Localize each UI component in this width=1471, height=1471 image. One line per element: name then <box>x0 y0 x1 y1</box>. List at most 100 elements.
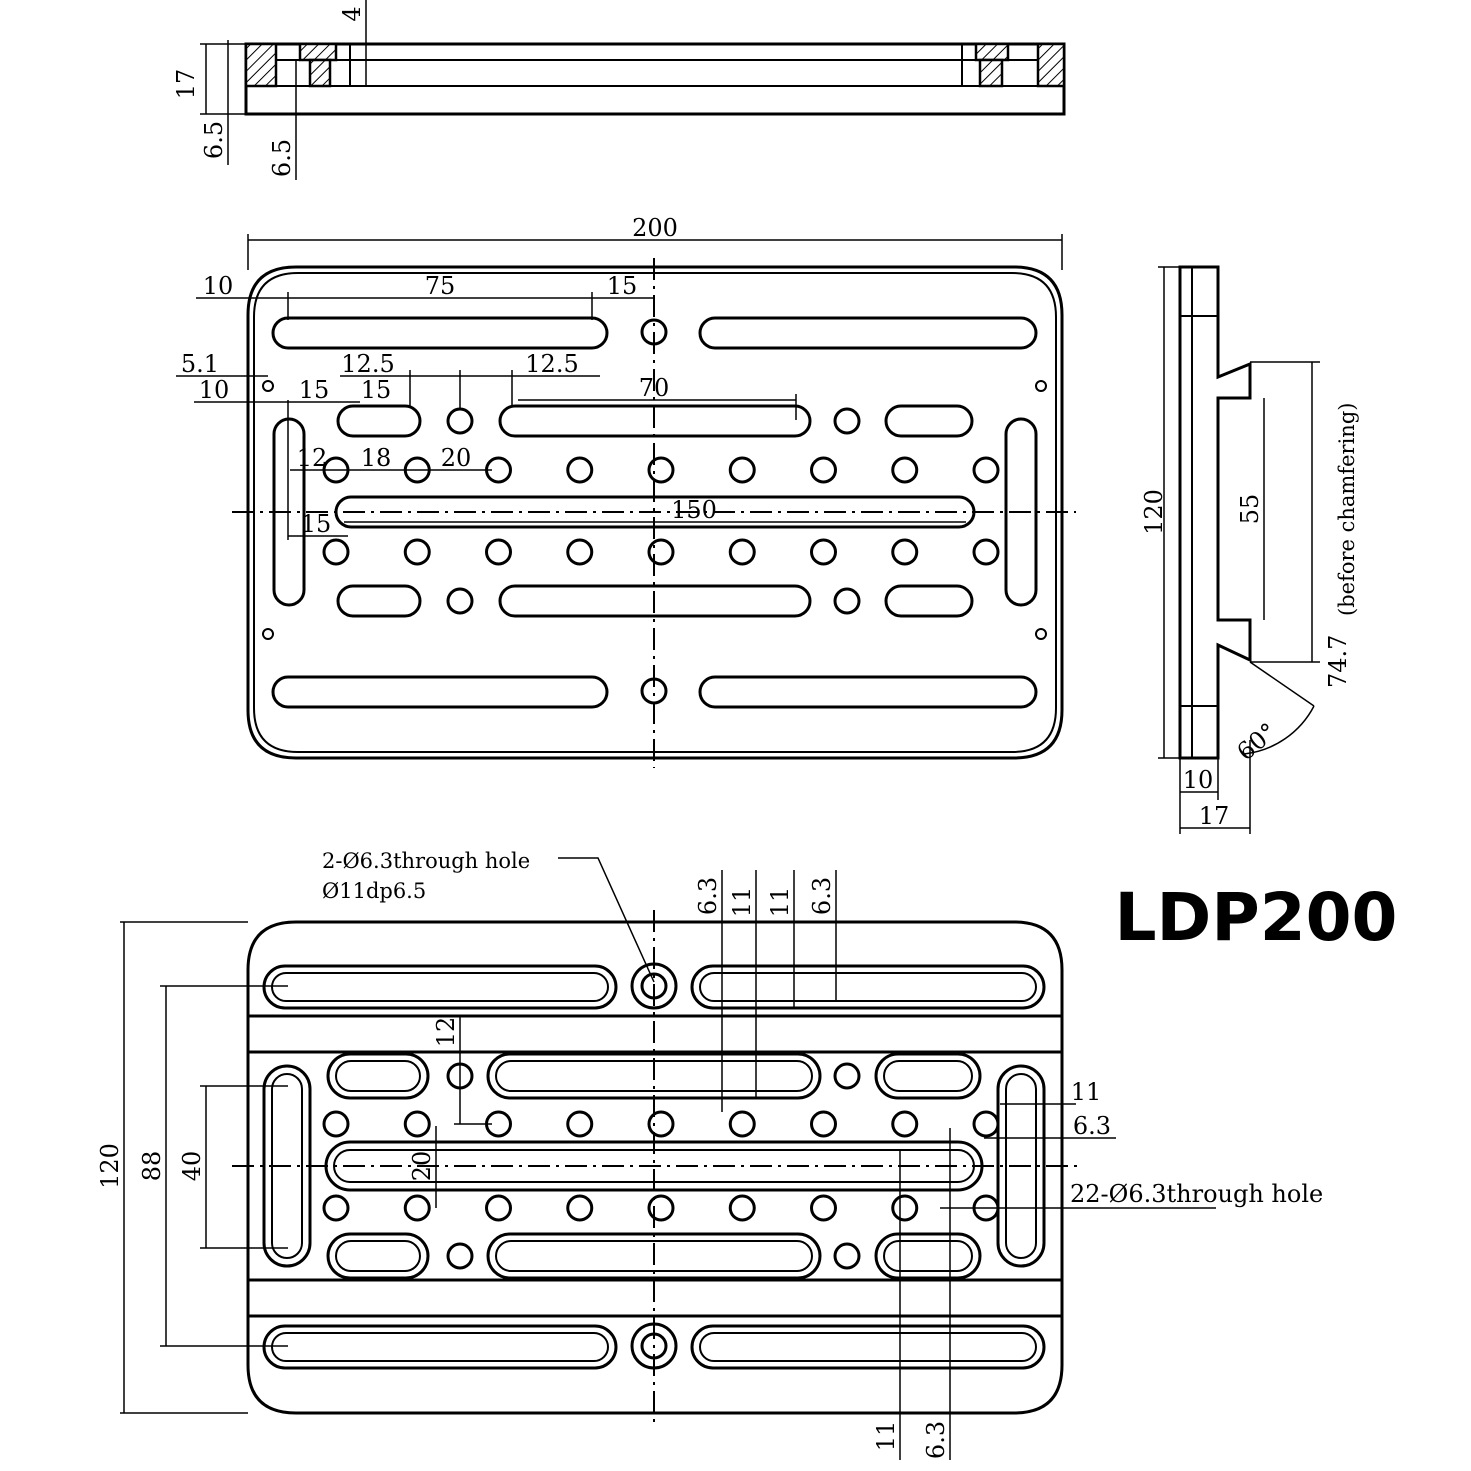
hole <box>891 456 919 484</box>
dim-mid-slot-len: 70 <box>639 374 670 402</box>
hole <box>566 1194 594 1222</box>
note-counterbore-2: Ø11dp6.5 <box>322 879 426 903</box>
hole <box>485 1194 512 1222</box>
hole <box>446 587 474 615</box>
hole <box>403 1110 431 1138</box>
dim-side-recess: 4 <box>338 6 366 21</box>
counterbore-hole-inner <box>640 1332 668 1360</box>
slot-inner <box>271 972 609 1002</box>
side-hatch-left-c <box>308 58 332 88</box>
dim-short-slot-pitch: 12.5 <box>341 350 394 378</box>
dim-width: 200 <box>632 214 678 242</box>
dim-thickness: 17 <box>1199 802 1230 830</box>
small-hole <box>262 628 274 640</box>
drawing-title: LDP200 <box>1115 879 1398 956</box>
slot-inner <box>699 1332 1037 1362</box>
note-through-holes: 22-Ø6.3through hole <box>1070 1180 1323 1208</box>
dim-end-height: 120 <box>1140 489 1168 535</box>
hole <box>891 1110 919 1138</box>
hole-row-lower <box>322 538 1000 566</box>
slot <box>262 1324 618 1370</box>
counterbore-hole-inner <box>640 972 668 1000</box>
hole <box>322 1194 350 1222</box>
top-view: 200 10 75 15 5.1 10 15 12.5 15 12.5 70 1… <box>176 214 1076 768</box>
slot <box>874 1232 982 1280</box>
hole <box>810 1110 837 1138</box>
slot <box>690 964 1046 1010</box>
hole <box>647 1194 675 1222</box>
slot <box>498 584 812 618</box>
dim-slot-len: 75 <box>425 272 456 300</box>
hole <box>728 538 756 566</box>
slot <box>271 316 609 350</box>
slot <box>336 404 422 438</box>
slot-inner <box>335 1240 421 1272</box>
slot-vertical-inner <box>1005 1073 1037 1259</box>
dim-right-b: 6.3 <box>1073 1112 1111 1140</box>
hole <box>833 407 861 435</box>
dim-side-base-left: 6.5 <box>200 121 228 159</box>
hole <box>891 1194 919 1222</box>
slot-inner <box>883 1240 973 1272</box>
slot-inner <box>699 972 1037 1002</box>
counterbore-hole <box>630 962 678 1010</box>
dim-row-a: 12 <box>297 444 328 472</box>
side-hatch-right-b <box>978 58 1004 88</box>
plate-outline <box>246 265 1064 760</box>
slot-vertical <box>272 417 306 607</box>
hole <box>322 1110 350 1138</box>
dim-top-c: 11 <box>766 887 794 918</box>
hole <box>810 538 837 566</box>
hole <box>566 538 594 566</box>
plate-outline-bottom <box>246 920 1064 1415</box>
hole <box>833 1062 861 1090</box>
dim-left-offset: 15 <box>301 510 332 538</box>
hole <box>647 1110 675 1138</box>
slot <box>326 1052 430 1100</box>
hole <box>403 538 431 566</box>
counterbore-hole <box>630 1322 678 1370</box>
dim-col-a: 15 <box>299 376 330 404</box>
dim-right-a: 11 <box>1071 1078 1102 1106</box>
side-hatch-left-a <box>244 42 278 88</box>
hole <box>566 456 594 484</box>
slot-long-inner <box>333 1149 975 1183</box>
slot <box>698 316 1038 350</box>
dim-gap: 15 <box>607 272 638 300</box>
slot <box>884 404 974 438</box>
dim-row-12: 12 <box>432 1017 460 1048</box>
hole <box>566 1110 594 1138</box>
slot <box>271 675 609 709</box>
slot-vertical <box>1004 417 1038 607</box>
hole <box>833 1242 861 1270</box>
plate-chamfer <box>253 272 1057 753</box>
dim-edge: 10 <box>203 272 234 300</box>
dim-side-base-right: 6.5 <box>268 139 296 177</box>
dim-small-hole-offset: 10 <box>199 376 230 404</box>
slot-inner <box>495 1060 813 1092</box>
dim-top-b: 11 <box>728 887 756 918</box>
slot <box>326 1232 430 1280</box>
hole <box>728 1194 756 1222</box>
angle-leader <box>1249 661 1315 707</box>
small-hole <box>1035 628 1047 640</box>
leader-counterbore <box>558 857 655 983</box>
hole <box>485 538 512 566</box>
slot <box>486 1052 822 1100</box>
slot <box>884 584 974 618</box>
hole <box>833 587 861 615</box>
small-hole <box>262 380 274 392</box>
hole <box>322 538 350 566</box>
hole <box>972 538 1000 566</box>
hole <box>728 456 756 484</box>
slot-long <box>334 495 976 529</box>
dim-bottom-height: 120 <box>96 1143 124 1189</box>
dim-dovetail: 55 <box>1236 494 1264 525</box>
hole <box>640 318 668 346</box>
dim-angle: 60° <box>1232 717 1283 766</box>
slot-vertical-inner <box>271 1073 303 1259</box>
side-outline <box>244 42 1066 116</box>
hole <box>810 1194 837 1222</box>
angle-arc <box>1243 705 1315 755</box>
hole-row-lower-bottom <box>322 1194 1000 1222</box>
